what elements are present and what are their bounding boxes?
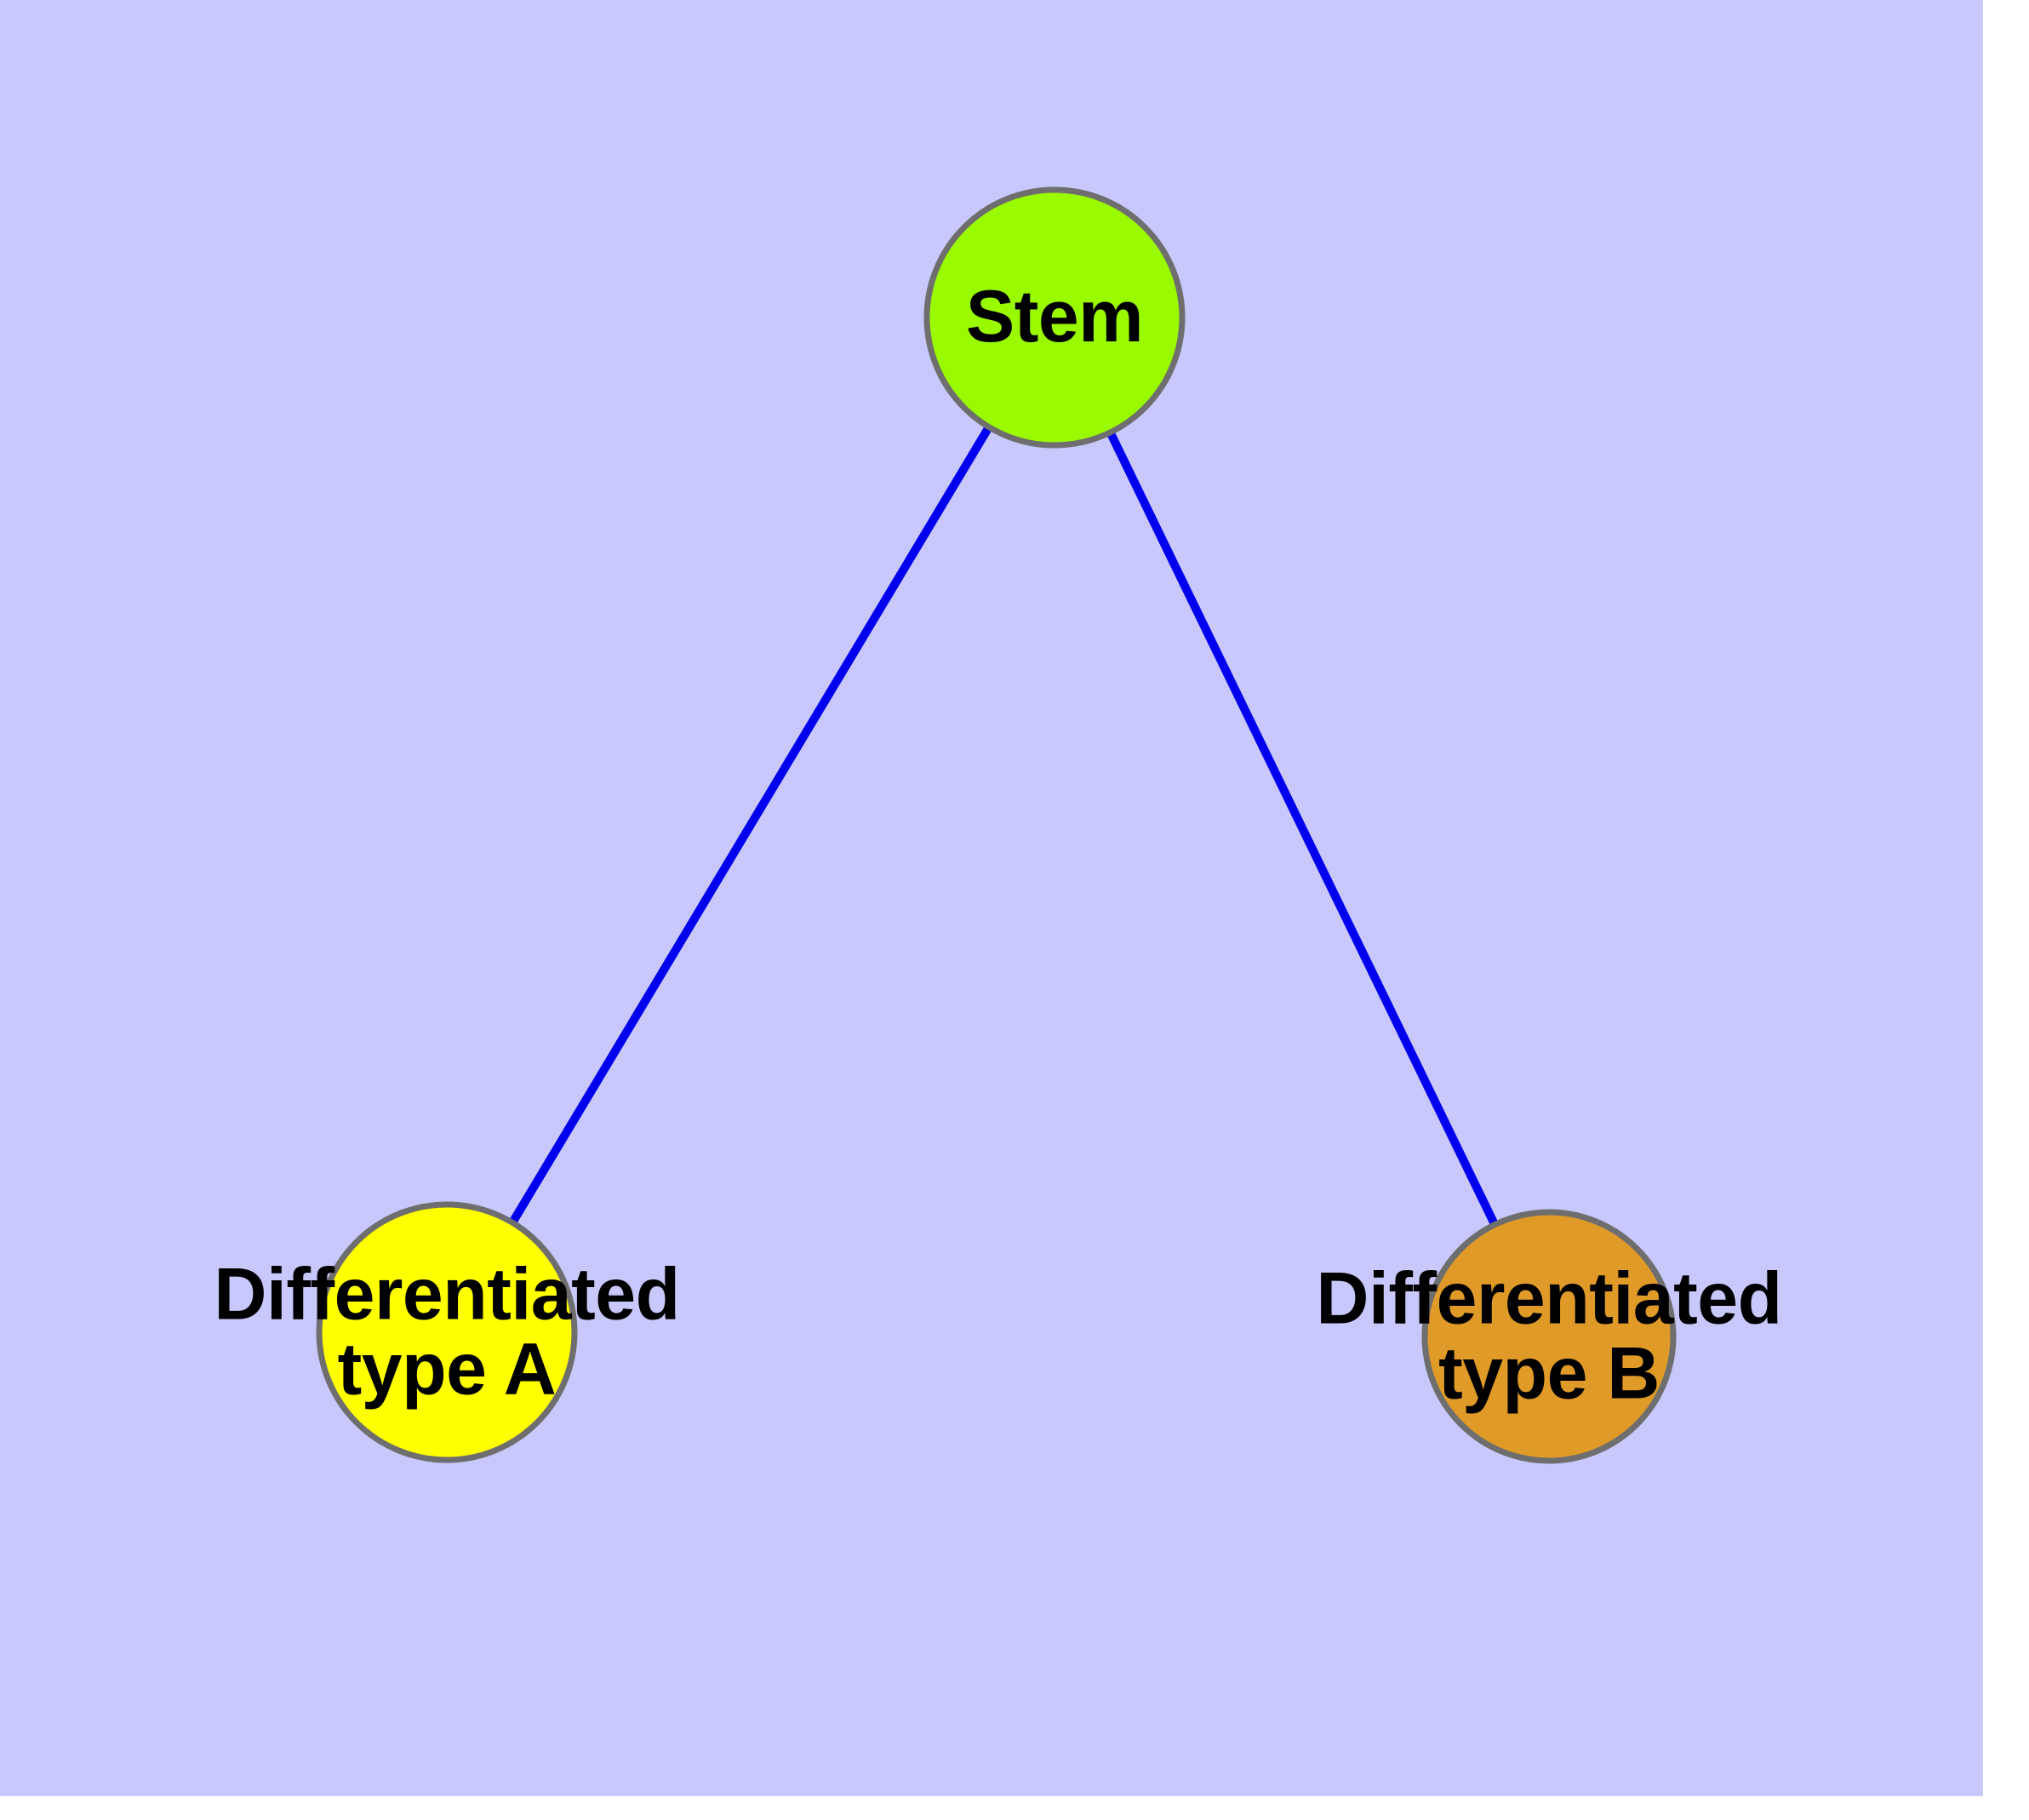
node-differentiated-type-b[interactable] [1421, 1209, 1677, 1464]
edge-stem-to-differentiated-type-b [1105, 427, 1500, 1230]
node-differentiated-type-a[interactable] [316, 1201, 578, 1463]
node-layer [316, 186, 1677, 1464]
node-stem[interactable] [923, 186, 1186, 449]
edge-layer [506, 421, 1500, 1230]
edge-stem-to-differentiated-type-a [506, 421, 995, 1228]
